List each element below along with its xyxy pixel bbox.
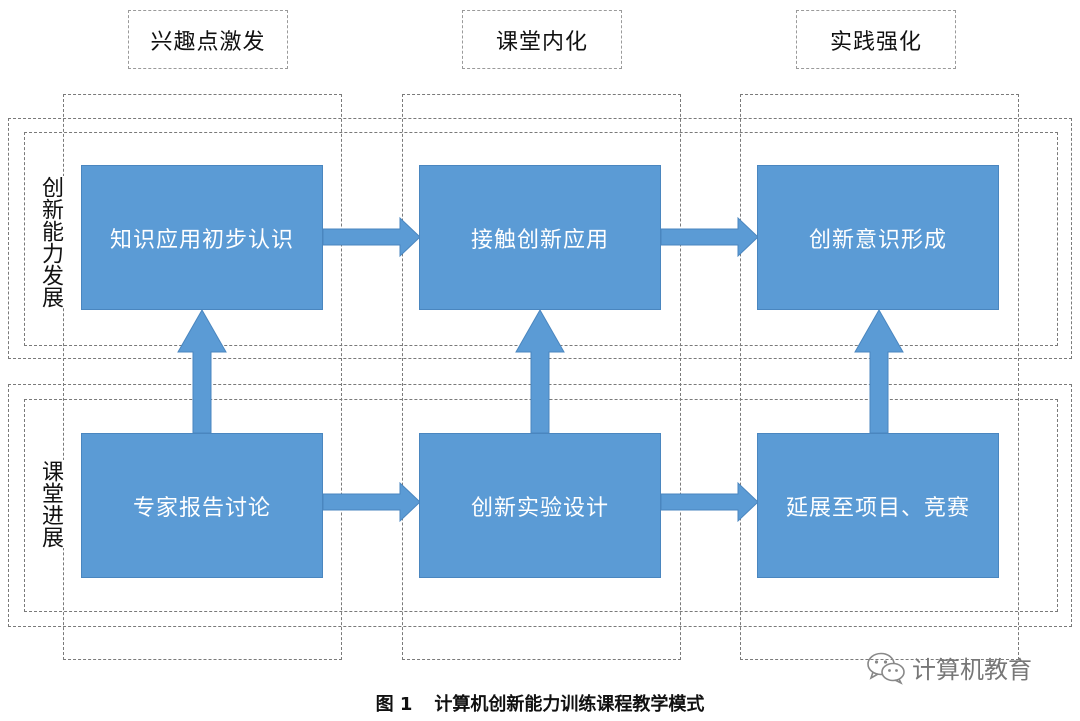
arrow-right-bottom-1 — [322, 481, 421, 523]
stage-label-2: 课堂内化 — [462, 10, 622, 69]
stage-label-1: 兴趣点激发 — [128, 10, 288, 69]
row-label-innovation: 创新能力发展 — [28, 176, 64, 308]
box-experiment-design: 创新实验设计 — [419, 433, 661, 578]
box-innovation-awareness: 创新意识形成 — [757, 165, 999, 310]
watermark: 计算机教育 — [866, 650, 1032, 685]
figure-caption: 图 1 计算机创新能力训练课程教学模式 — [0, 690, 1080, 716]
stage-label-3: 实践强化 — [796, 10, 956, 69]
wechat-icon — [867, 652, 905, 685]
row-label-classroom: 课堂进展 — [28, 460, 64, 548]
arrow-up-2 — [515, 308, 565, 434]
box-knowledge-application: 知识应用初步认识 — [81, 165, 323, 310]
box-innovation-application: 接触创新应用 — [419, 165, 661, 310]
box-expert-report: 专家报告讨论 — [81, 433, 323, 578]
watermark-text: 计算机教育 — [912, 656, 1032, 684]
figure-title: 计算机创新能力训练课程教学模式 — [434, 694, 705, 715]
arrow-up-1 — [177, 308, 227, 434]
arrow-up-3 — [854, 308, 904, 434]
arrow-right-bottom-2 — [660, 481, 759, 523]
box-projects-competitions: 延展至项目、竞赛 — [757, 433, 999, 578]
arrow-right-top-1 — [322, 216, 421, 258]
figure-number: 图 1 — [375, 694, 413, 715]
arrow-right-top-2 — [660, 216, 759, 258]
